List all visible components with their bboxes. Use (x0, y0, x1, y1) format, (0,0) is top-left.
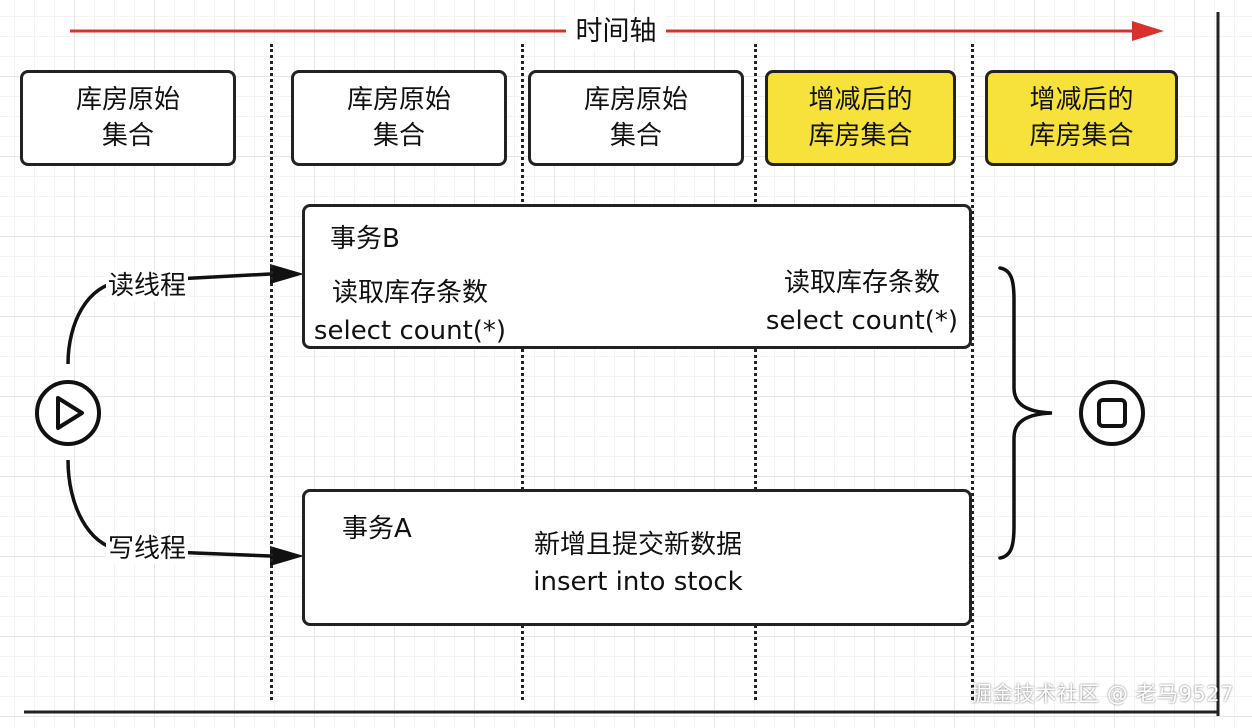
curly-brace (998, 266, 1053, 560)
watermark: 掘金技术社区 @ 老马9527 (970, 682, 1234, 706)
transaction-b-read-2: 读取库存条数 (783, 268, 940, 298)
header-box-2: 库房原始 集合 (291, 70, 507, 166)
time-separator-3 (754, 44, 757, 700)
transaction-b-sql-2: select count(*) (765, 306, 959, 336)
transaction-a-title: 事务A (342, 514, 412, 544)
write-thread-arrowhead (270, 546, 304, 566)
header-box-5: 增减后的 库房集合 (985, 70, 1178, 166)
transaction-b-box (302, 204, 972, 349)
transaction-b-read-1: 读取库存条数 (331, 278, 488, 308)
transaction-b-title: 事务B (330, 224, 400, 254)
time-separator-2 (521, 44, 524, 700)
header-box-4: 增减后的 库房集合 (765, 70, 956, 166)
transaction-a-sql: insert into stock (533, 567, 743, 597)
transaction-b-sql-1: select count(*) (313, 316, 507, 346)
transaction-a-box (302, 489, 972, 626)
header-box-1: 库房原始 集合 (20, 70, 236, 166)
timeline-arrow-head (1132, 21, 1164, 41)
header-box-3: 库房原始 集合 (528, 70, 744, 166)
time-separator-1 (270, 44, 273, 700)
read-thread-arrowhead (270, 264, 304, 284)
stop-icon (1079, 380, 1145, 446)
time-separator-4 (971, 44, 974, 700)
write-thread-label: 写线程 (106, 534, 189, 564)
transaction-a-action: 新增且提交新数据 (533, 530, 742, 560)
timeline-title: 时间轴 (566, 14, 666, 50)
read-thread-label: 读线程 (106, 271, 189, 301)
play-icon (35, 380, 101, 446)
